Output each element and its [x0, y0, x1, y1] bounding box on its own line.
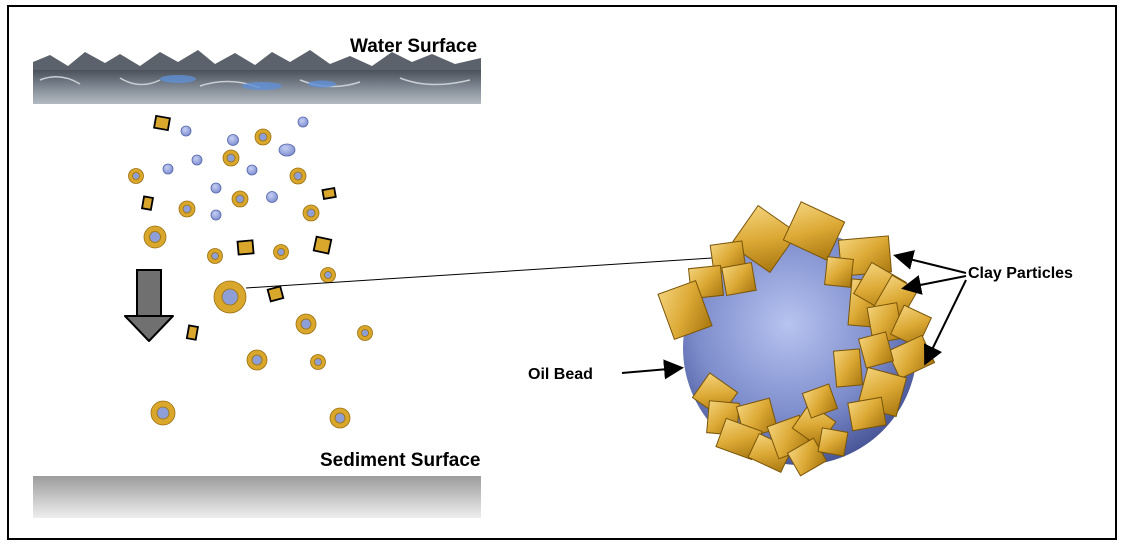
settling-arrow [124, 269, 174, 342]
zoom-line [245, 257, 713, 289]
water-surface-label: Water Surface [350, 36, 478, 57]
oil-mineral-aggregates [128, 128, 373, 429]
label-arrows [621, 250, 967, 380]
oil-bead-label: Oil Bead [528, 366, 593, 383]
clay-particles-label: Clay Particles [968, 265, 1073, 282]
sediment-surface [33, 476, 481, 518]
oil-droplets [162, 116, 309, 221]
sediment-surface-label: Sediment Surface [320, 450, 481, 471]
water-surface [33, 50, 481, 104]
clay-particles-coating [657, 201, 936, 477]
diagram-frame [7, 5, 1117, 540]
clay-particles-free [140, 114, 337, 341]
